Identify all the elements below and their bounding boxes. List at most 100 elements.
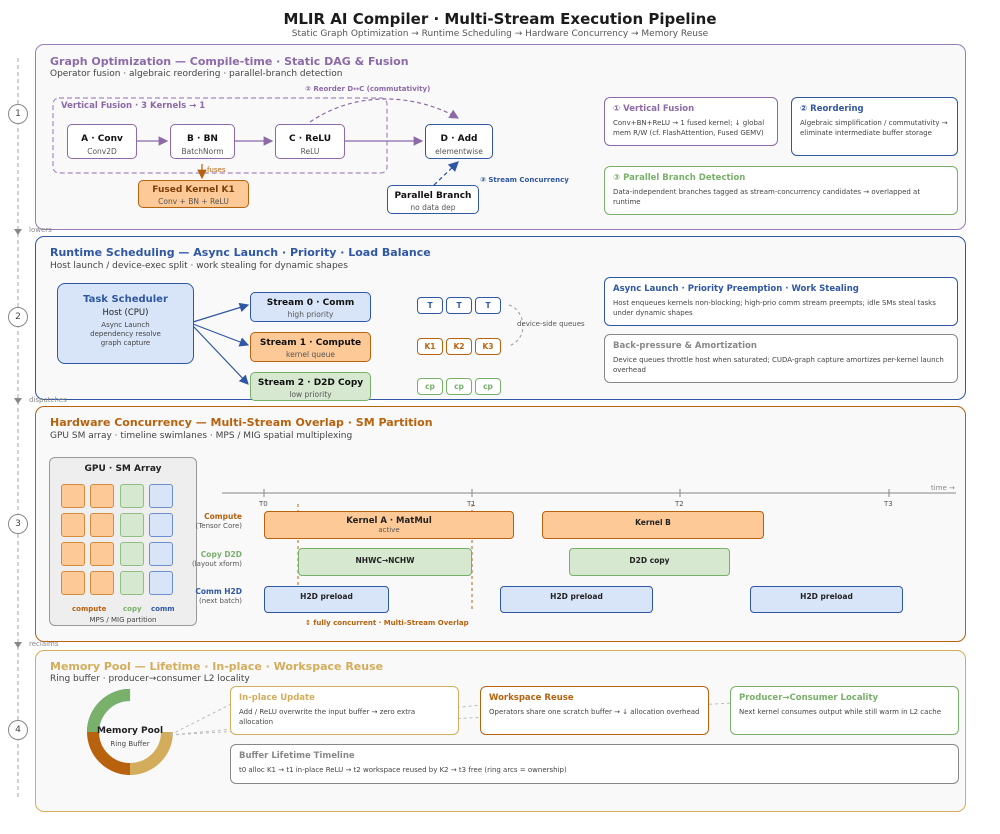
card-workspace-desc: Operators share one scratch buffer → ↓ a… [489, 708, 700, 716]
sm-comm [149, 571, 173, 595]
bar-copy-1-title: NHWC→NCHW [355, 556, 415, 565]
card-backpressure-title: Back-pressure & Amortization [613, 341, 757, 351]
card-inplace-update: In-place Update Add / ReLU overwrite the… [230, 686, 459, 735]
sm-compute [90, 571, 114, 595]
node-b-sub: BatchNorm [181, 147, 224, 156]
queue-chip-s1-1: K1 [417, 338, 443, 355]
bar-kernel-a-sub: active [378, 526, 400, 534]
panel3-title: Hardware Concurrency — Multi-Stream Over… [50, 416, 433, 429]
task-scheduler-host: Host (CPU) [102, 308, 149, 318]
sm-comm [149, 542, 173, 566]
panel4-title: Memory Pool — Lifetime · In-place · Work… [50, 660, 384, 673]
bar-kernel-a-title: Kernel A · MatMul [346, 516, 432, 526]
stream-2-d2d-copy: Stream 2 · D2D Copy low priority [250, 372, 371, 401]
card-async-launch: Async Launch · Priority Preemption · Wor… [604, 277, 958, 326]
fuses-label: fuses [207, 166, 226, 174]
card-inplace-desc: Add / ReLU overwrite the input buffer → … [239, 708, 416, 726]
transition-label-lowers: lowers [29, 226, 52, 234]
card-parallel-branch-title: ③ Parallel Branch Detection [613, 173, 746, 183]
tick-t0: T0 [259, 500, 268, 508]
card-reordering-desc: Algebraic simplification / commutativity… [800, 119, 948, 137]
fused-kernel-sub: Conv + BN + ReLU [158, 197, 229, 206]
task-scheduler-line-2: dependency resolve [90, 330, 161, 338]
queue-chip-s1-3: K3 [475, 338, 501, 355]
sm-copy [120, 571, 144, 595]
fusion-group-box [52, 97, 388, 174]
bar-kernel-a: Kernel A · MatMul active [264, 511, 514, 539]
queue-bracket [508, 304, 524, 347]
memory-pool-sub: Ring Buffer [110, 740, 150, 748]
legend-copy: copy [123, 605, 142, 613]
reorder-arc [309, 98, 460, 123]
lane-comm-sub: (next batch) [199, 597, 242, 605]
memory-pool-ring [87, 689, 173, 775]
queue-chip-s2-3: cp [475, 378, 501, 395]
fused-kernel-title: Fused Kernel K1 [152, 185, 235, 195]
node-b-title: B · BN [187, 134, 218, 144]
overlap-label: ↕ fully concurrent · Multi-Stream Overla… [305, 619, 469, 627]
legend-comm: comm [151, 605, 175, 613]
node-d-sub: elementwise [435, 147, 483, 156]
card-vertical-fusion-title: ① Vertical Fusion [613, 104, 695, 114]
node-d-add: D · Add elementwise [425, 124, 493, 159]
bar-h2d-preload-2: H2D preload [500, 586, 653, 613]
bar-kernel-b: Kernel B [542, 511, 764, 539]
node-a-title: A · Conv [81, 134, 123, 144]
sm-copy [120, 513, 144, 537]
lane-compute-name: Compute [204, 512, 242, 521]
sm-compute [61, 513, 85, 537]
panel2-subtitle: Host launch / device-exec split · work s… [50, 261, 348, 271]
card-producer-title: Producer→Consumer Locality [739, 693, 878, 703]
stream-1-sub: kernel queue [286, 350, 335, 359]
transition-arrow-2 [14, 398, 22, 404]
sm-copy [120, 484, 144, 508]
page-title: MLIR AI Compiler · Multi-Stream Executio… [283, 10, 717, 28]
stream-0-title: Stream 0 · Comm [266, 298, 355, 308]
stream-2-title: Stream 2 · D2D Copy [257, 378, 364, 388]
memory-pool-title: Memory Pool [96, 726, 164, 736]
parallel-branch-sub: no data dep [410, 203, 456, 212]
gpu-title: GPU · SM Array [84, 464, 162, 474]
card-workspace-title: Workspace Reuse [489, 693, 574, 703]
fusion-group-label: Vertical Fusion · 3 Kernels → 1 [61, 101, 206, 111]
node-c-relu: C · ReLU ReLU [275, 124, 345, 159]
sm-compute [61, 484, 85, 508]
card-reordering-title: ② Reordering [800, 104, 864, 114]
node-d-title: D · Add [440, 134, 478, 144]
parallel-branch-title: Parallel Branch [394, 191, 472, 201]
sm-compute [90, 484, 114, 508]
sm-comm [149, 484, 173, 508]
gpu-footer: MPS / MIG partition [89, 616, 157, 624]
edge-sched-s0 [192, 302, 250, 323]
card-buffer-lifetime: Buffer Lifetime Timeline t0 alloc K1 → t… [230, 744, 959, 784]
panel3-subtitle: GPU SM array · timeline swimlanes · MPS … [50, 431, 353, 441]
fused-kernel-k1: Fused Kernel K1 Conv + BN + ReLU [138, 180, 249, 208]
step-marker-1: 1 [8, 104, 28, 124]
bar-copy-d2d: D2D copy [569, 548, 730, 576]
step-marker-3: 3 [8, 514, 28, 534]
card-async-launch-desc: Host enqueues kernels non-blocking; high… [613, 299, 936, 317]
task-scheduler-line-1: Async Launch [101, 321, 150, 329]
device-queues-label: device-side queues [517, 320, 585, 328]
lane-compute-sub: (Tensor Core) [195, 522, 242, 530]
step-marker-2: 2 [8, 307, 28, 327]
node-c-sub: ReLU [300, 147, 320, 156]
bar-h2d-1-title: H2D preload [300, 592, 353, 601]
sm-compute [61, 571, 85, 595]
panel1-title: Graph Optimization — Compile-time · Stat… [50, 55, 409, 68]
panel2-title: Runtime Scheduling — Async Launch · Prio… [50, 246, 431, 259]
reorder-label: ② Reorder D↔C (commutativity) [305, 85, 431, 93]
tick-t3: T3 [884, 500, 893, 508]
card-async-launch-title: Async Launch · Priority Preemption · Wor… [613, 284, 859, 294]
queue-chip-s1-2: K2 [446, 338, 472, 355]
transition-label-reclaims: reclaims [29, 640, 59, 648]
panel4-subtitle: Ring buffer · producer→consumer L2 local… [50, 674, 250, 684]
time-axis-label: time → [931, 484, 955, 492]
task-scheduler-title: Task Scheduler [83, 294, 168, 305]
queue-chip-s0-2: T [446, 297, 472, 314]
bar-h2d-preload-1: H2D preload [264, 586, 389, 613]
queue-chip-s0-3: T [475, 297, 501, 314]
sm-comm [149, 513, 173, 537]
card-vertical-fusion: ① Vertical Fusion Conv+BN+ReLU → 1 fused… [604, 97, 778, 146]
card-buffer-lifetime-title: Buffer Lifetime Timeline [239, 751, 355, 761]
